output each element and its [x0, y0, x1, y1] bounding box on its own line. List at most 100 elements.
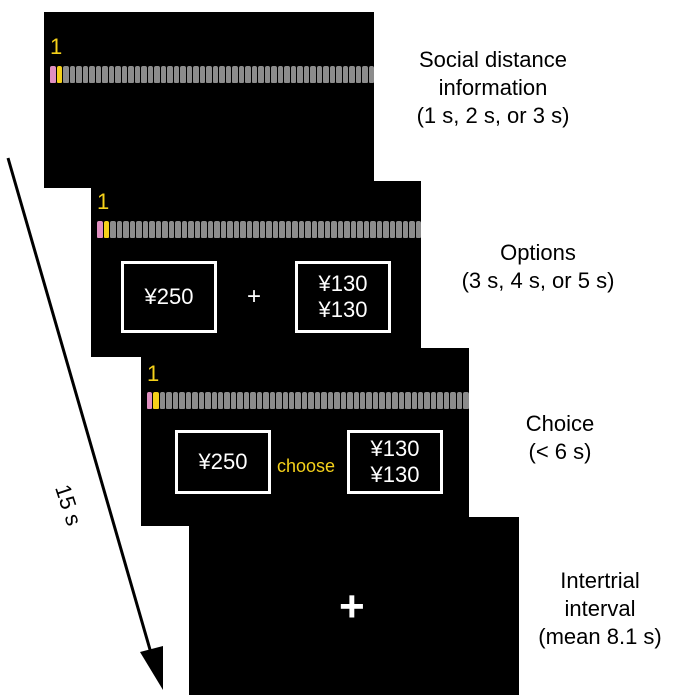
person-figure [359, 392, 366, 409]
person-figure [149, 221, 155, 238]
person-figure [192, 392, 198, 409]
person-figure [82, 66, 88, 83]
person-figure [443, 392, 450, 409]
person-figure [207, 221, 213, 238]
person-figure [128, 66, 134, 83]
person-figure [240, 221, 246, 238]
person-figure [50, 66, 56, 83]
person-figure [418, 392, 424, 409]
person-figure [383, 221, 389, 238]
person-figure [363, 221, 369, 238]
stage-label-choice: Choice (< 6 s) [525, 411, 595, 465]
fixation-cross: + [339, 582, 365, 631]
person-figure [301, 392, 308, 409]
person-figure [385, 392, 392, 409]
person-figure [349, 66, 355, 83]
person-figure [258, 66, 264, 83]
person-figure [103, 221, 109, 238]
person-figure [366, 392, 372, 409]
person-figure [123, 221, 129, 238]
plus-sign: + [247, 283, 262, 310]
person-figure [217, 392, 224, 409]
person-figure [225, 66, 231, 83]
person-figure [303, 66, 309, 83]
person-figure [179, 392, 185, 409]
shared-reward-option: ¥130 ¥130 [347, 430, 443, 494]
person-figure [437, 392, 443, 409]
person-figure [456, 392, 463, 409]
person-figure [259, 221, 265, 238]
person-figure [295, 392, 301, 409]
person-figure [155, 221, 161, 238]
person-figure [186, 66, 192, 83]
person-figure [108, 66, 114, 83]
person-figure [181, 221, 187, 238]
person-figure [153, 392, 159, 409]
person-figure [264, 66, 270, 83]
social-distance-row [97, 221, 421, 238]
person-figure [379, 392, 385, 409]
person-figure [370, 221, 376, 238]
stage-label-intertrial-interval: Intertrial interval (mean 8.1 s) [538, 568, 662, 650]
person-figure [211, 392, 217, 409]
person-figure [284, 66, 290, 83]
person-figure [136, 221, 142, 238]
person-figure [180, 66, 186, 83]
person-figure [97, 221, 103, 238]
person-figure [205, 392, 211, 409]
person-figure [232, 66, 238, 83]
person-figure [175, 221, 181, 238]
person-figure [238, 66, 244, 83]
person-figure [340, 392, 347, 409]
person-figure [219, 66, 225, 83]
person-figure [305, 221, 311, 238]
person-figure [142, 221, 148, 238]
person-figure [63, 66, 69, 83]
person-figure [331, 221, 337, 238]
person-figure [329, 66, 335, 83]
person-figure [134, 66, 140, 83]
person-figure [167, 66, 173, 83]
person-figure [224, 392, 230, 409]
person-figure [263, 392, 269, 409]
person-figure [314, 392, 321, 409]
person-figure [276, 392, 282, 409]
person-figure [230, 392, 237, 409]
person-figure [212, 66, 218, 83]
person-figure [272, 221, 278, 238]
person-figure [193, 66, 199, 83]
person-figure [266, 221, 272, 238]
person-figure [392, 392, 398, 409]
person-figure [198, 392, 205, 409]
rank-number: 1 [97, 189, 110, 214]
person-figure [311, 221, 317, 238]
person-figure [271, 66, 277, 83]
screen-intertrial-interval: + [189, 517, 519, 695]
person-figure [116, 221, 122, 238]
person-figure [297, 66, 303, 83]
person-figure [162, 221, 168, 238]
person-figure [269, 392, 276, 409]
social-distance-row [147, 392, 469, 409]
person-figure [243, 392, 250, 409]
person-figure [350, 221, 356, 238]
person-figure [288, 392, 295, 409]
person-figure [233, 221, 239, 238]
person-figure [194, 221, 200, 238]
person-figure [398, 392, 405, 409]
person-figure [323, 66, 329, 83]
person-figure [344, 221, 350, 238]
person-figure [172, 392, 179, 409]
single-reward-option: ¥250 [175, 430, 271, 494]
person-figure [411, 392, 418, 409]
shared-reward-option: ¥130 ¥130 [295, 261, 391, 333]
rank-number: 1 [50, 34, 63, 59]
person-figure [337, 221, 343, 238]
person-figure [129, 221, 135, 238]
person-figure [285, 221, 291, 238]
person-figure [355, 66, 361, 83]
person-figure [147, 66, 153, 83]
person-figure [168, 221, 174, 238]
stage-label-social-distance: Social distance information (1 s, 2 s, o… [416, 47, 570, 129]
person-figure [415, 221, 421, 238]
